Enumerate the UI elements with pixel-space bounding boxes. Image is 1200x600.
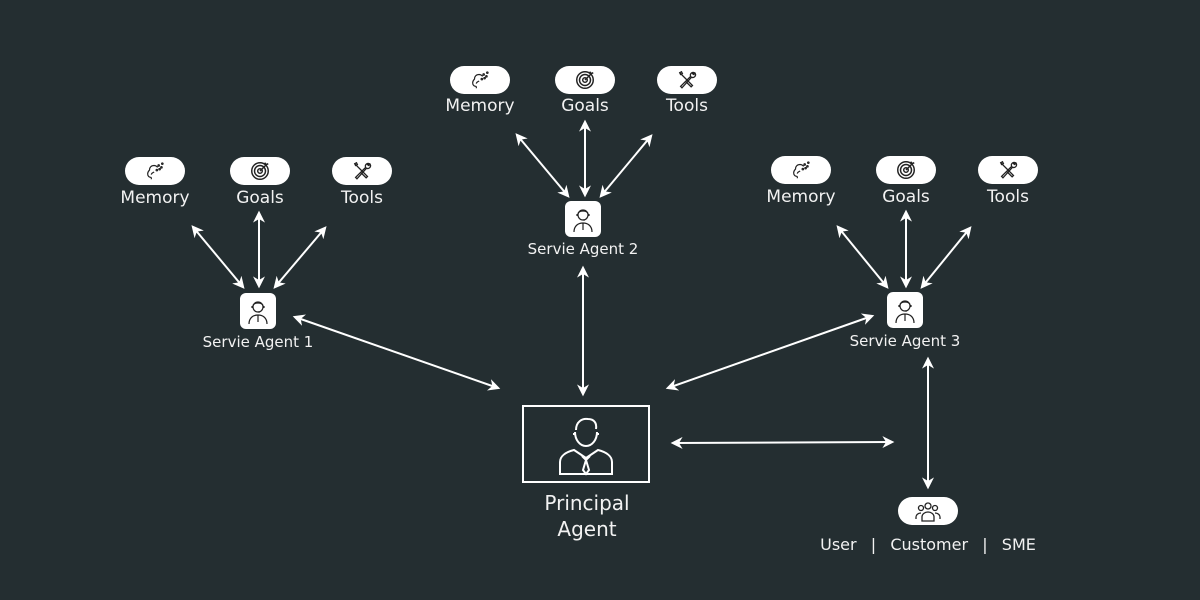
support-agent-icon <box>895 300 915 324</box>
goals-pill-agent1 <box>230 157 290 185</box>
principal-label-line1: Principal <box>544 491 630 515</box>
users-group-icon <box>915 502 941 522</box>
service-agent-3-label: Servie Agent 3 <box>849 332 961 350</box>
memory-pill-agent2 <box>450 66 510 94</box>
goals-label-agent3: Goals <box>882 187 930 207</box>
service-agent-3-icon-box <box>887 292 923 328</box>
goals-label-agent2: Goals <box>561 96 609 116</box>
tools-icon <box>999 160 1018 179</box>
tools-icon <box>353 161 372 180</box>
memory-pill-agent3 <box>771 156 831 184</box>
goals-pill-agent3 <box>876 156 936 184</box>
arrow-agent1-tools <box>273 226 327 289</box>
service-agent-1-icon-box <box>240 293 276 329</box>
brain-icon <box>147 162 164 180</box>
users-label: User | Customer | SME <box>820 535 1036 554</box>
target-icon <box>251 162 269 180</box>
principal-label-line2: Agent <box>557 517 617 541</box>
tools-pill-agent1 <box>332 157 392 185</box>
tools-label-agent2: Tools <box>666 96 708 116</box>
target-icon <box>576 71 594 89</box>
arrow-agent3-memory <box>836 225 889 289</box>
memory-label-agent1: Memory <box>120 188 190 208</box>
brain-icon <box>472 71 489 89</box>
arrow-agent3-principal <box>665 313 875 391</box>
support-agent-icon <box>573 209 593 233</box>
tools-icon <box>678 70 697 89</box>
tools-label-agent3: Tools <box>987 187 1029 207</box>
arrow-principal-users <box>670 436 895 449</box>
goals-pill-agent2 <box>555 66 615 94</box>
arrow-agent3-tools <box>920 226 972 289</box>
memory-pill-agent1 <box>125 157 185 185</box>
tools-pill-agent2 <box>657 66 717 94</box>
service-agent-2-label: Servie Agent 2 <box>527 240 639 258</box>
arrow-agent2-memory <box>515 133 570 198</box>
tools-label-agent1: Tools <box>341 188 383 208</box>
memory-label-agent2: Memory <box>445 96 515 116</box>
brain-icon <box>793 161 810 179</box>
arrow-agent1-memory <box>191 225 245 289</box>
goals-label-agent1: Goals <box>236 188 284 208</box>
service-agent-1-label: Servie Agent 1 <box>202 333 314 351</box>
target-icon <box>897 161 915 179</box>
users-pill <box>898 497 958 525</box>
arrow-agent2-tools <box>599 134 653 198</box>
memory-label-agent3: Memory <box>766 187 836 207</box>
principal-agent-box <box>522 405 650 483</box>
tools-pill-agent3 <box>978 156 1038 184</box>
support-agent-icon <box>248 301 268 325</box>
service-agent-2-icon-box <box>565 201 601 237</box>
principal-agent-label: Principal Agent <box>544 490 629 542</box>
person-icon <box>559 417 613 476</box>
arrow-agent1-principal <box>292 314 501 391</box>
